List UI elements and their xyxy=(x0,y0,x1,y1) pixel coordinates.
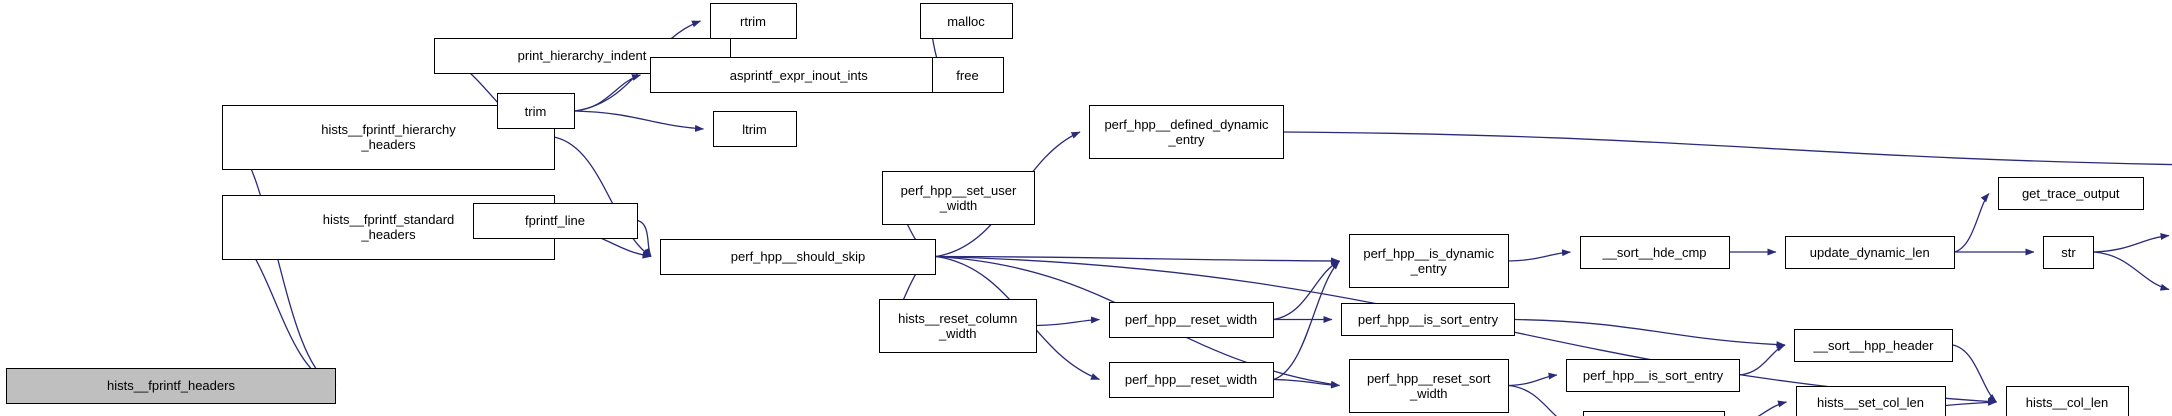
graph-node-hists-new-col-len[interactable]: hists__new_col_len xyxy=(1582,411,1725,416)
graph-node-perf-hpp-set-user-width[interactable]: perf_hpp__set_user _width xyxy=(882,171,1035,225)
graph-node-str[interactable]: str xyxy=(2043,235,2094,269)
graph-node-perf-hpp-is-sort-entry-1[interactable]: perf_hpp__is_sort_entry xyxy=(1341,303,1515,336)
graph-edge xyxy=(574,74,641,112)
graph-node-perf-hpp-should-skip[interactable]: perf_hpp__should_skip xyxy=(660,238,936,275)
graph-edge xyxy=(2093,233,2170,253)
graph-edge xyxy=(1273,260,1340,381)
graph-edge xyxy=(1508,249,1571,262)
graph-node-free[interactable]: free xyxy=(931,57,1004,93)
graph-edge xyxy=(230,136,337,387)
graph-node-perf-hpp-defined-dynamic-entry[interactable]: perf_hpp__defined_dynamic _entry xyxy=(1089,105,1284,159)
graph-edge xyxy=(554,136,652,258)
graph-node-label: perf_hpp__should_skip xyxy=(730,249,866,264)
graph-node-label: hists__set_col_len xyxy=(1817,394,1924,410)
graph-edge xyxy=(1273,378,1340,389)
graph-node-label: hists__fprintf_headers xyxy=(107,378,235,393)
graph-node-label: perf_hpp__defined_dynamic _entry xyxy=(1104,117,1269,147)
graph-node-label: trim xyxy=(524,103,547,119)
graph-edge xyxy=(1283,131,2172,166)
graph-node-label: perf_hpp__is_sort_entry xyxy=(1582,367,1724,383)
graph-node-label: update_dynamic_len xyxy=(1809,244,1930,260)
graph-edge xyxy=(1508,384,1558,416)
graph-node-label: hists__col_len xyxy=(2025,394,2109,410)
graph-edge xyxy=(1954,193,1990,253)
graph-node-label: __sort__hde_cmp xyxy=(1602,244,1707,260)
graph-node-hists-col-len[interactable]: hists__col_len xyxy=(2005,385,2129,416)
graph-node-perf-hpp-reset-width-2[interactable]: perf_hpp__reset_width xyxy=(1108,361,1274,398)
graph-node-perf-hpp-is-dynamic-entry[interactable]: perf_hpp__is_dynamic _entry xyxy=(1348,234,1509,288)
graph-node-label: ltrim xyxy=(742,121,767,137)
graph-node-rtrim[interactable]: rtrim xyxy=(709,3,797,39)
graph-node-hists-set-col-len[interactable]: hists__set_col_len xyxy=(1795,385,1946,416)
graph-edge xyxy=(2093,251,2170,291)
graph-node-label: str xyxy=(2061,244,2076,260)
graph-node-label: fprintf_line xyxy=(525,213,585,228)
graph-node-label: perf_hpp__is_dynamic _entry xyxy=(1363,246,1495,276)
graph-node-label: hists__reset_column _width xyxy=(898,310,1018,341)
graph-node-label: get_trace_output xyxy=(2021,186,2120,201)
graph-node-update-dynamic-len[interactable]: update_dynamic_len xyxy=(1785,235,1955,269)
graph-node-perf-hpp-reset-width-1[interactable]: perf_hpp__reset_width xyxy=(1108,301,1274,338)
graph-node--sort-hpp-header[interactable]: __sort__hpp_header xyxy=(1794,328,1953,362)
graph-node-asprintf-expr-inout-ints[interactable]: asprintf_expr_inout_ints xyxy=(649,57,948,93)
graph-edge xyxy=(1757,400,1787,416)
graph-node-label: hists__fprintf_standard _headers xyxy=(322,212,455,243)
graph-edge xyxy=(1508,372,1558,387)
graph-node-perf-hpp-reset-sort-width[interactable]: perf_hpp__reset_sort _width xyxy=(1348,358,1509,413)
graph-node-label: perf_hpp__is_sort_entry xyxy=(1357,312,1499,327)
graph-node-label: free xyxy=(956,67,979,83)
graph-node-label: asprintf_expr_inout_ints xyxy=(729,67,868,83)
graph-node-label: hists__fprintf_hierarchy _headers xyxy=(321,122,456,153)
graph-node-hists-reset-column-width[interactable]: hists__reset_column _width xyxy=(879,298,1037,353)
graph-edge xyxy=(1739,344,1786,376)
graph-edge xyxy=(1952,344,1997,403)
graph-node-ltrim[interactable]: ltrim xyxy=(712,111,797,147)
graph-edge xyxy=(637,219,652,257)
graph-node--sort-hde-cmp[interactable]: __sort__hde_cmp xyxy=(1579,235,1730,269)
graph-node-label: perf_hpp__reset_sort _width xyxy=(1366,370,1491,401)
graph-node-label: perf_hpp__reset_width xyxy=(1124,372,1258,387)
graph-edge xyxy=(574,110,704,132)
graph-edge xyxy=(935,255,1340,265)
graph-node-perf-hpp-is-sort-entry-2[interactable]: perf_hpp__is_sort_entry xyxy=(1566,358,1740,392)
graph-edge xyxy=(1036,316,1100,327)
graph-edge xyxy=(1514,318,1786,349)
graph-node-label: perf_hpp__reset_width xyxy=(1124,312,1258,327)
graph-node-trim[interactable]: trim xyxy=(496,93,575,129)
graph-node-malloc[interactable]: malloc xyxy=(919,3,1013,39)
graph-node-fprintf-line[interactable]: fprintf_line xyxy=(472,202,638,239)
graph-node-label: rtrim xyxy=(740,13,766,29)
graph-node-hists-fprintf-headers[interactable]: hists__fprintf_headers xyxy=(6,367,336,404)
graph-node-label: perf_hpp__set_user _width xyxy=(900,183,1017,213)
graph-edge xyxy=(1273,260,1340,321)
graph-node-label: __sort__hpp_header xyxy=(1813,337,1934,353)
graph-node-label: malloc xyxy=(947,13,985,29)
graph-node-get-trace-output[interactable]: get_trace_output xyxy=(1998,177,2144,210)
